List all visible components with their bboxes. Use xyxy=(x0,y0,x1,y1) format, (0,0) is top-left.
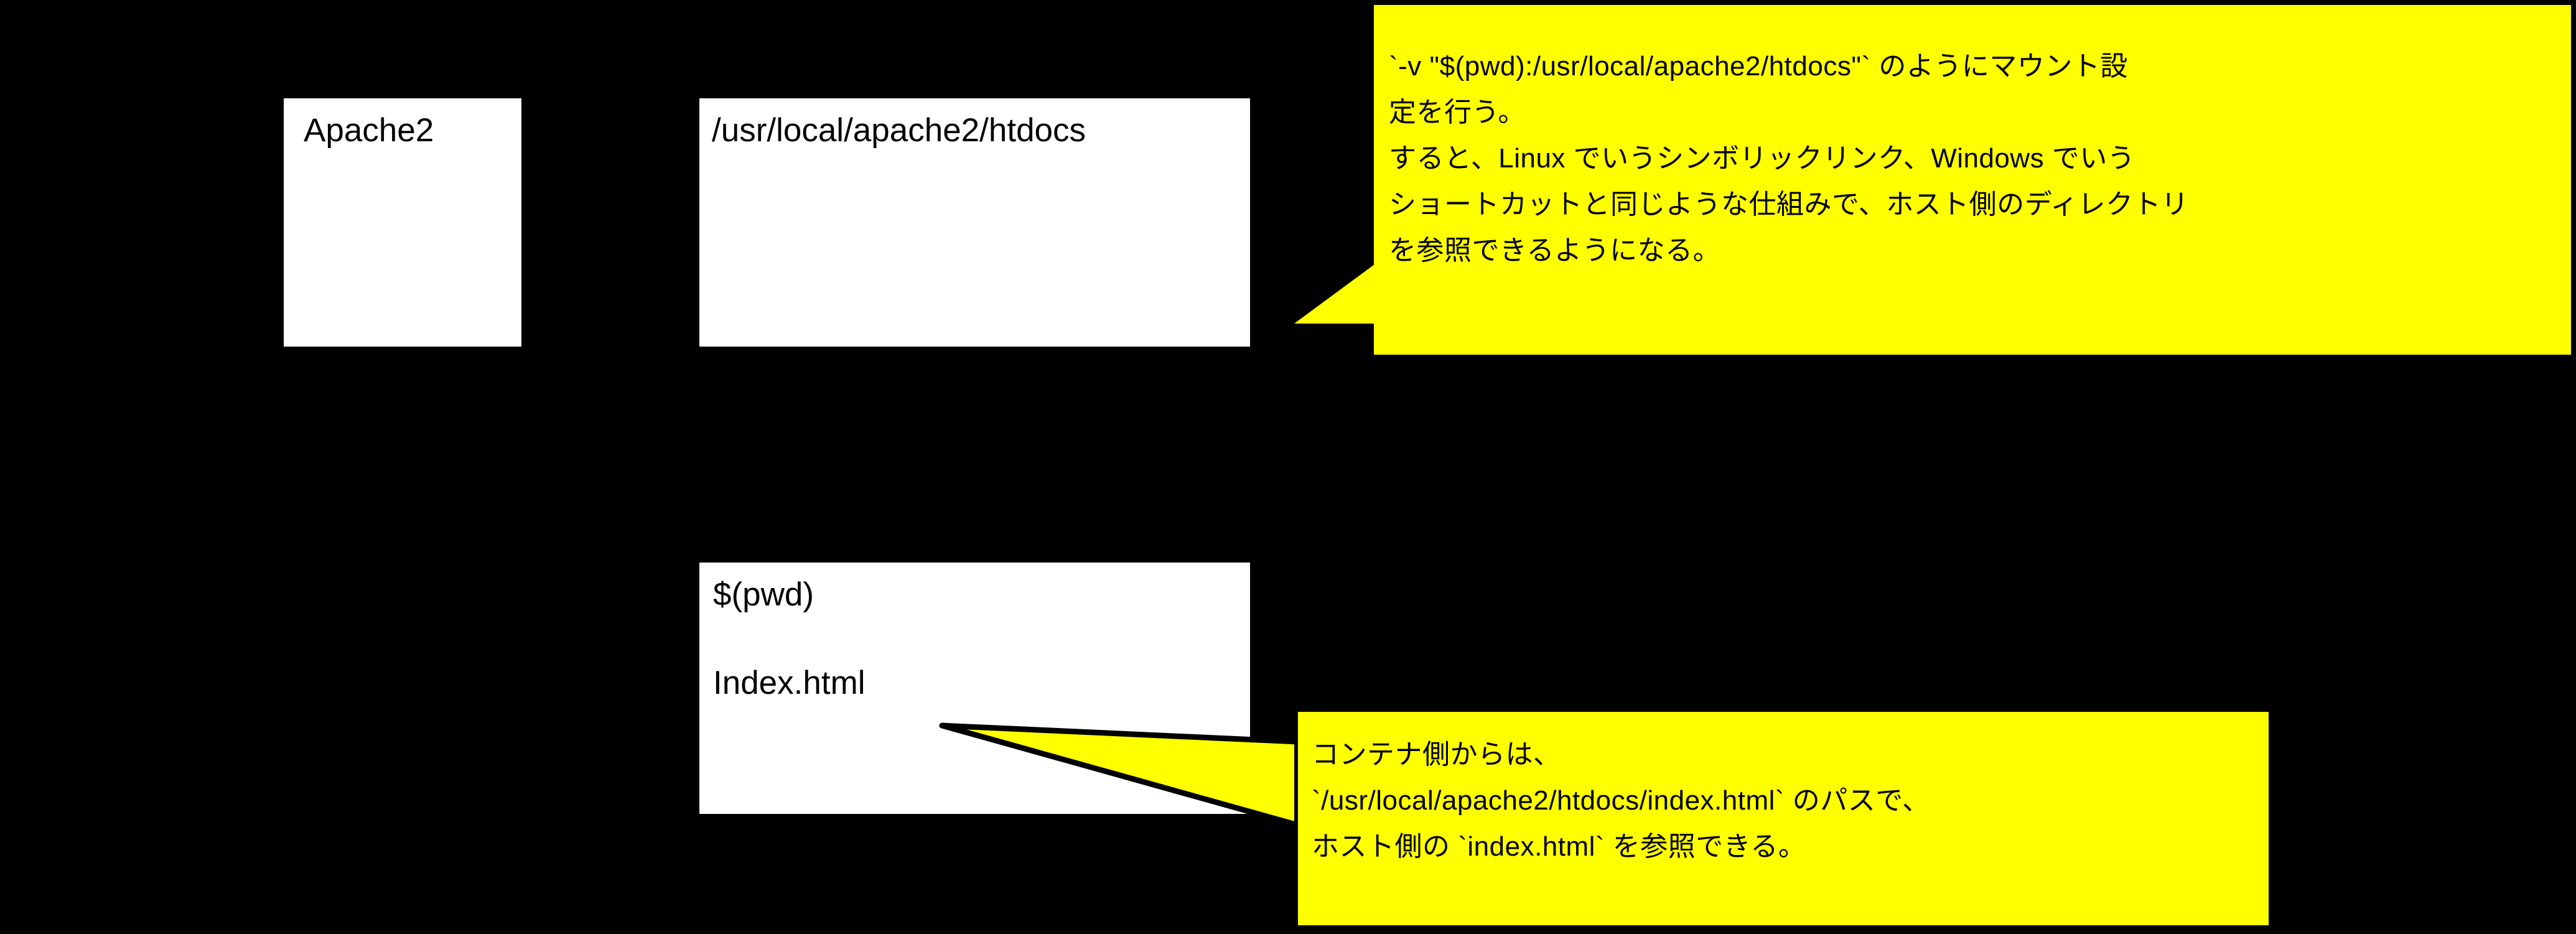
box-host-index-file-label: Index.html xyxy=(713,665,866,701)
callout-path-tail xyxy=(939,722,1301,828)
callout-mount-explanation: `-v "$(pwd):/usr/local/apache2/htdocs"` … xyxy=(1374,5,2571,355)
box-apache2: Apache2 xyxy=(284,98,521,347)
box-htdocs: /usr/local/apache2/htdocs xyxy=(699,98,1250,347)
box-host-pwd: $(pwd) Index.html xyxy=(699,563,1250,814)
callout-path-tail-shape xyxy=(939,722,1301,828)
callout-container-path-text: コンテナ側からは、 `/usr/local/apache2/htdocs/ind… xyxy=(1312,739,1930,862)
box-htdocs-label: /usr/local/apache2/htdocs xyxy=(712,112,1086,149)
callout-container-path: コンテナ側からは、 `/usr/local/apache2/htdocs/ind… xyxy=(1294,708,2272,929)
box-apache2-label: Apache2 xyxy=(304,112,434,149)
callout-mount-text: `-v "$(pwd):/usr/local/apache2/htdocs"` … xyxy=(1389,51,2189,266)
box-host-pwd-label: $(pwd) xyxy=(713,576,814,613)
